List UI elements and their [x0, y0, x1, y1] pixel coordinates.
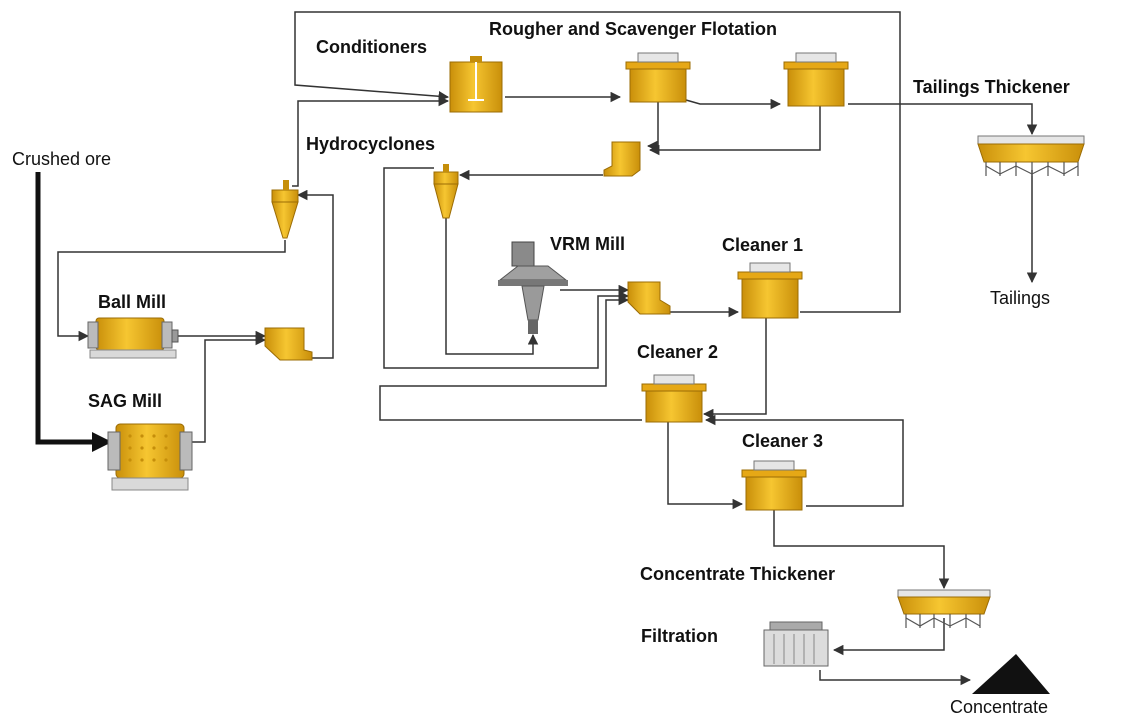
label-rougher-scavenger: Rougher and Scavenger Flotation [489, 19, 778, 39]
rougher-cell-icon [625, 52, 691, 103]
label-tailings: Tailings [990, 288, 1051, 308]
flow-lines [35, 11, 1038, 686]
label-conditioners: Conditioners [316, 37, 427, 57]
flow-cyclone2-to-vrm [445, 218, 539, 355]
concentrate-pile-icon [972, 654, 1050, 694]
filtration-icon [763, 621, 829, 667]
flow-cyclone-to-ballmill [57, 240, 286, 342]
cleaner-1-cell-icon [737, 262, 803, 319]
hydrocyclone-2-icon [433, 164, 459, 219]
sag-mill-icon [107, 423, 193, 491]
flow-cleaner2-to-cleaner3 [667, 420, 744, 510]
cleaner-3-cell-icon [741, 460, 807, 511]
concentrate-thickener-icon [897, 589, 991, 628]
flow-scavenger-to-thickener [848, 103, 1038, 136]
label-cleaner-3: Cleaner 3 [742, 431, 824, 451]
conditioner-icon [449, 56, 503, 113]
label-vrm-mill: VRM Mill [550, 234, 625, 254]
label-hydrocyclones: Hydrocyclones [306, 134, 436, 154]
flow-cleaner3-to-conc-thickener [773, 490, 950, 590]
label-concentrate-thickener: Concentrate Thickener [640, 564, 836, 584]
flow-cyclone-to-conditioner [292, 95, 450, 187]
tailings-thickener-icon [977, 135, 1085, 176]
flow-filtration-to-concentrate [819, 670, 972, 686]
label-tailings-thickener: Tailings Thickener [913, 77, 1070, 97]
flow-cleaner3-tails-loop [704, 414, 904, 507]
label-cleaner-2: Cleaner 2 [637, 342, 719, 362]
vrm-mill-icon [498, 241, 568, 334]
flow-thickener-to-filtration [832, 618, 945, 656]
flow-cleaner2-tails-loop [379, 294, 642, 421]
label-sag-mill: SAG Mill [88, 391, 163, 411]
label-filtration: Filtration [641, 626, 718, 646]
flow-rougher-to-scavenger [685, 98, 782, 110]
flow-sag-to-pumpbox [184, 334, 267, 443]
label-cleaner-1: Cleaner 1 [722, 235, 804, 255]
flow-cleaner1-to-cleaner2 [702, 280, 767, 420]
flow-cyclone2-overflow [383, 167, 630, 369]
flow-cleaner1-tails-loop [294, 11, 901, 313]
cleaner-pump-box-icon [627, 281, 671, 315]
flow-pumpbox-to-cyclone [296, 189, 334, 359]
regrind-pump-box-icon [603, 141, 641, 177]
pump-box-icon [264, 327, 313, 361]
hydrocyclone-icon [271, 180, 299, 239]
label-ball-mill: Ball Mill [98, 292, 167, 312]
scavenger-cell-icon [783, 52, 849, 107]
label-crushed-ore: Crushed ore [12, 149, 112, 169]
label-concentrate: Concentrate [950, 697, 1049, 717]
flow-crushed-ore-to-sag [35, 172, 112, 452]
cleaner-2-cell-icon [641, 374, 707, 423]
ball-mill-icon [87, 317, 179, 359]
